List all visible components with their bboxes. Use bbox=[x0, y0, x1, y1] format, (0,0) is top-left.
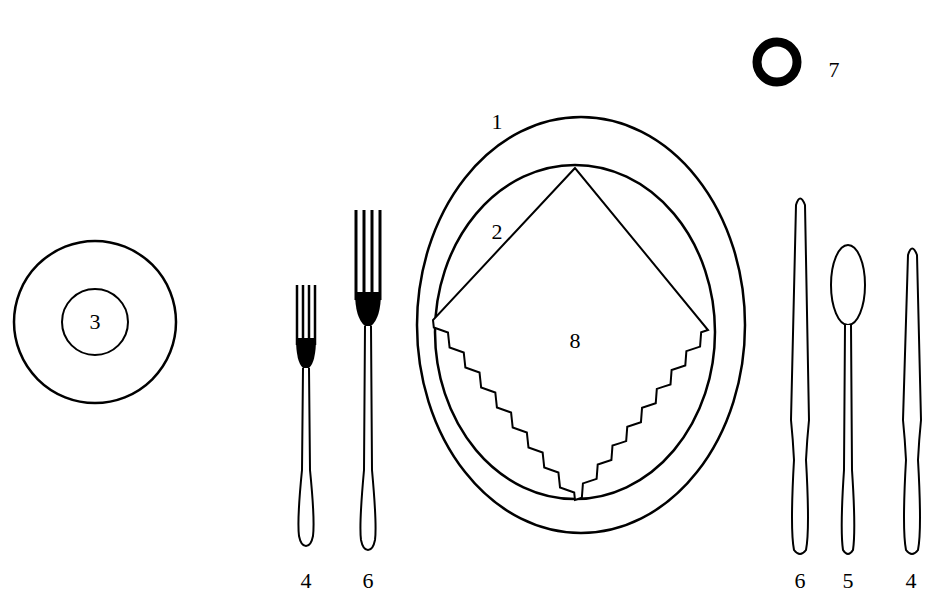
napkin: 8 bbox=[430, 165, 712, 503]
bread-plate: 3 bbox=[12, 239, 178, 405]
salad-fork bbox=[296, 285, 316, 546]
callout-number: 4 bbox=[906, 570, 917, 592]
callout-number: 6 bbox=[363, 570, 374, 592]
dinner-knife bbox=[791, 199, 809, 555]
callout-number: 1 bbox=[492, 111, 503, 133]
callout-number: 3 bbox=[90, 311, 101, 333]
callout-number: 6 bbox=[795, 570, 806, 592]
salad-knife bbox=[903, 249, 921, 555]
callout-number: 2 bbox=[492, 221, 503, 243]
dinner-fork bbox=[355, 210, 381, 550]
callout-number: 4 bbox=[301, 570, 312, 592]
callout-number: 8 bbox=[570, 330, 581, 352]
callout-number: 7 bbox=[829, 59, 840, 81]
soup-spoon bbox=[831, 245, 865, 554]
callout-number: 5 bbox=[843, 570, 854, 592]
napkin-ring bbox=[757, 42, 797, 82]
charger-plate bbox=[417, 117, 745, 533]
